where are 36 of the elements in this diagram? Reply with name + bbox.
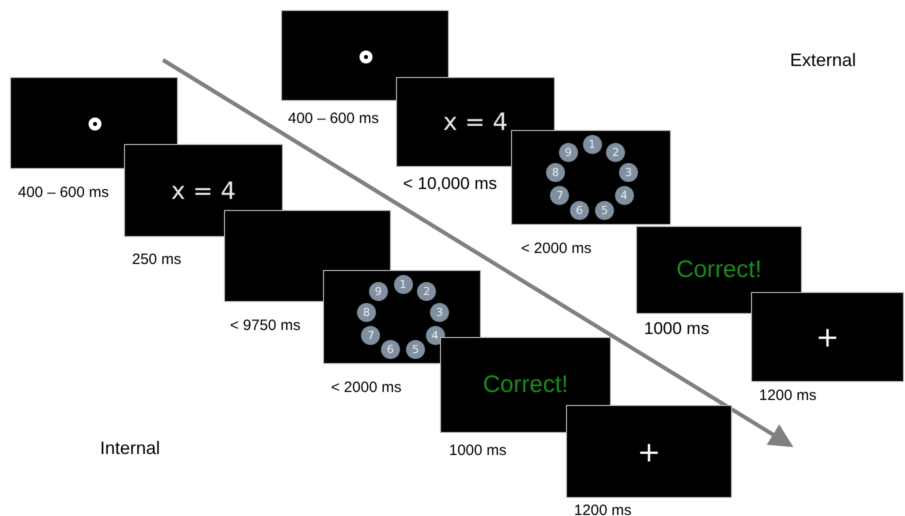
- instruction-text: x = 4: [442, 108, 509, 136]
- duration-label: 1000 ms: [449, 442, 507, 459]
- duration-label: 250 ms: [132, 251, 182, 268]
- duration-label: 1000 ms: [644, 319, 710, 339]
- duration-label: < 10,000 ms: [403, 174, 498, 194]
- feedback-text: Correct!: [675, 256, 763, 284]
- number-circle: 1: [394, 274, 412, 294]
- number-circle: 3: [430, 302, 449, 322]
- number-circle: 5: [406, 340, 426, 360]
- condition-label: Internal: [100, 438, 160, 459]
- number-circle: 6: [380, 340, 400, 360]
- number-circle: 1: [582, 135, 602, 154]
- number-circle: 8: [357, 302, 376, 322]
- number-circle: 4: [426, 326, 445, 344]
- number-circle: 3: [618, 163, 638, 182]
- number-circle: 4: [614, 186, 634, 205]
- feedback-text: Correct!: [482, 371, 570, 399]
- fixation-cross: +: [814, 320, 840, 354]
- number-circle: 6: [570, 200, 589, 220]
- duration-label: 400 – 600 ms: [18, 184, 109, 201]
- duration-label: 1200 ms: [574, 502, 632, 516]
- duration-label: < 9750 ms: [230, 317, 300, 334]
- duration-label: 400 – 600 ms: [288, 110, 379, 127]
- number-circle: 7: [361, 326, 380, 344]
- number-circle: 2: [417, 282, 436, 302]
- duration-label: 1200 ms: [759, 387, 817, 404]
- number-circle: 2: [606, 142, 626, 162]
- number-circle: 9: [558, 142, 578, 162]
- number-circle: 5: [595, 200, 614, 220]
- fixation-cross: +: [636, 435, 662, 468]
- number-circle: 7: [550, 186, 570, 205]
- duration-label: < 2000 ms: [521, 240, 592, 257]
- duration-label: < 2000 ms: [331, 379, 402, 396]
- condition-label: External: [790, 50, 856, 71]
- instruction-text: x = 4: [170, 176, 237, 204]
- number-circle: 8: [546, 163, 566, 182]
